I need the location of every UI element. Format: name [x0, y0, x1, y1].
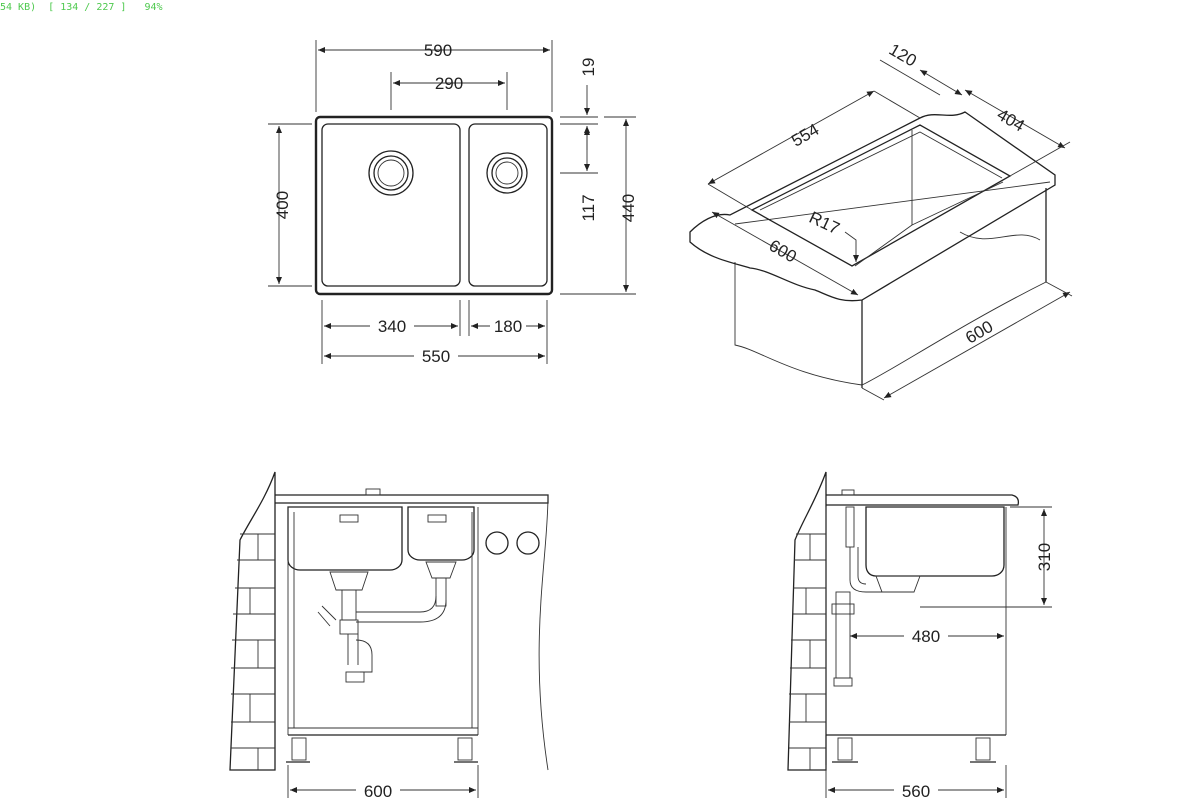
- right-bowl: [468, 123, 548, 287]
- left-bowl: [321, 123, 461, 287]
- top-view: 590 290 19 117 440 400 340 180: [268, 40, 638, 366]
- dim-depth-outer: 440: [619, 194, 638, 222]
- right-drain-icon: [486, 152, 528, 194]
- side-siphon: [831, 506, 882, 687]
- dim-rim: 19: [579, 58, 598, 77]
- dim-left-bowl: 340: [378, 317, 406, 336]
- front-installation-view: 600: [229, 471, 549, 800]
- wall: [229, 471, 276, 771]
- dim-iso-cabinet-side: 600: [962, 317, 996, 348]
- dim-overall-width: 590: [424, 41, 452, 60]
- dim-side-drain-offset: 480: [912, 627, 940, 646]
- side-installation-view: 310 480 560: [787, 471, 1054, 800]
- dim-side-cabinet-depth: 560: [902, 782, 930, 800]
- dim-inner-width: 550: [422, 347, 450, 366]
- dim-iso-radius: R17: [806, 208, 842, 238]
- dim-right-bowl: 180: [494, 317, 522, 336]
- dim-bowl-spacing: 290: [435, 74, 463, 93]
- dim-depth-inner: 400: [273, 191, 292, 219]
- dim-small-offset: 117: [579, 194, 598, 221]
- side-wall: [787, 471, 827, 771]
- side-bowl: [865, 506, 1005, 577]
- isometric-view: 554 120 404 R17 600 600: [689, 40, 1073, 401]
- front-left-bowl: [287, 506, 403, 571]
- dim-side-height: 310: [1035, 543, 1054, 571]
- dim-iso-cabinet-front: 600: [766, 236, 800, 267]
- left-drain-icon: [368, 150, 414, 196]
- countertop: [689, 111, 1056, 302]
- dim-front-cabinet-width: 600: [364, 782, 392, 800]
- sink-outline: [314, 115, 554, 296]
- drain-siphon: [317, 561, 457, 683]
- viewer-status-text: 54 KB) [ 134 / 227 ] 94%: [0, 2, 163, 13]
- front-right-bowl: [407, 506, 475, 561]
- dim-iso-width: 554: [788, 120, 822, 151]
